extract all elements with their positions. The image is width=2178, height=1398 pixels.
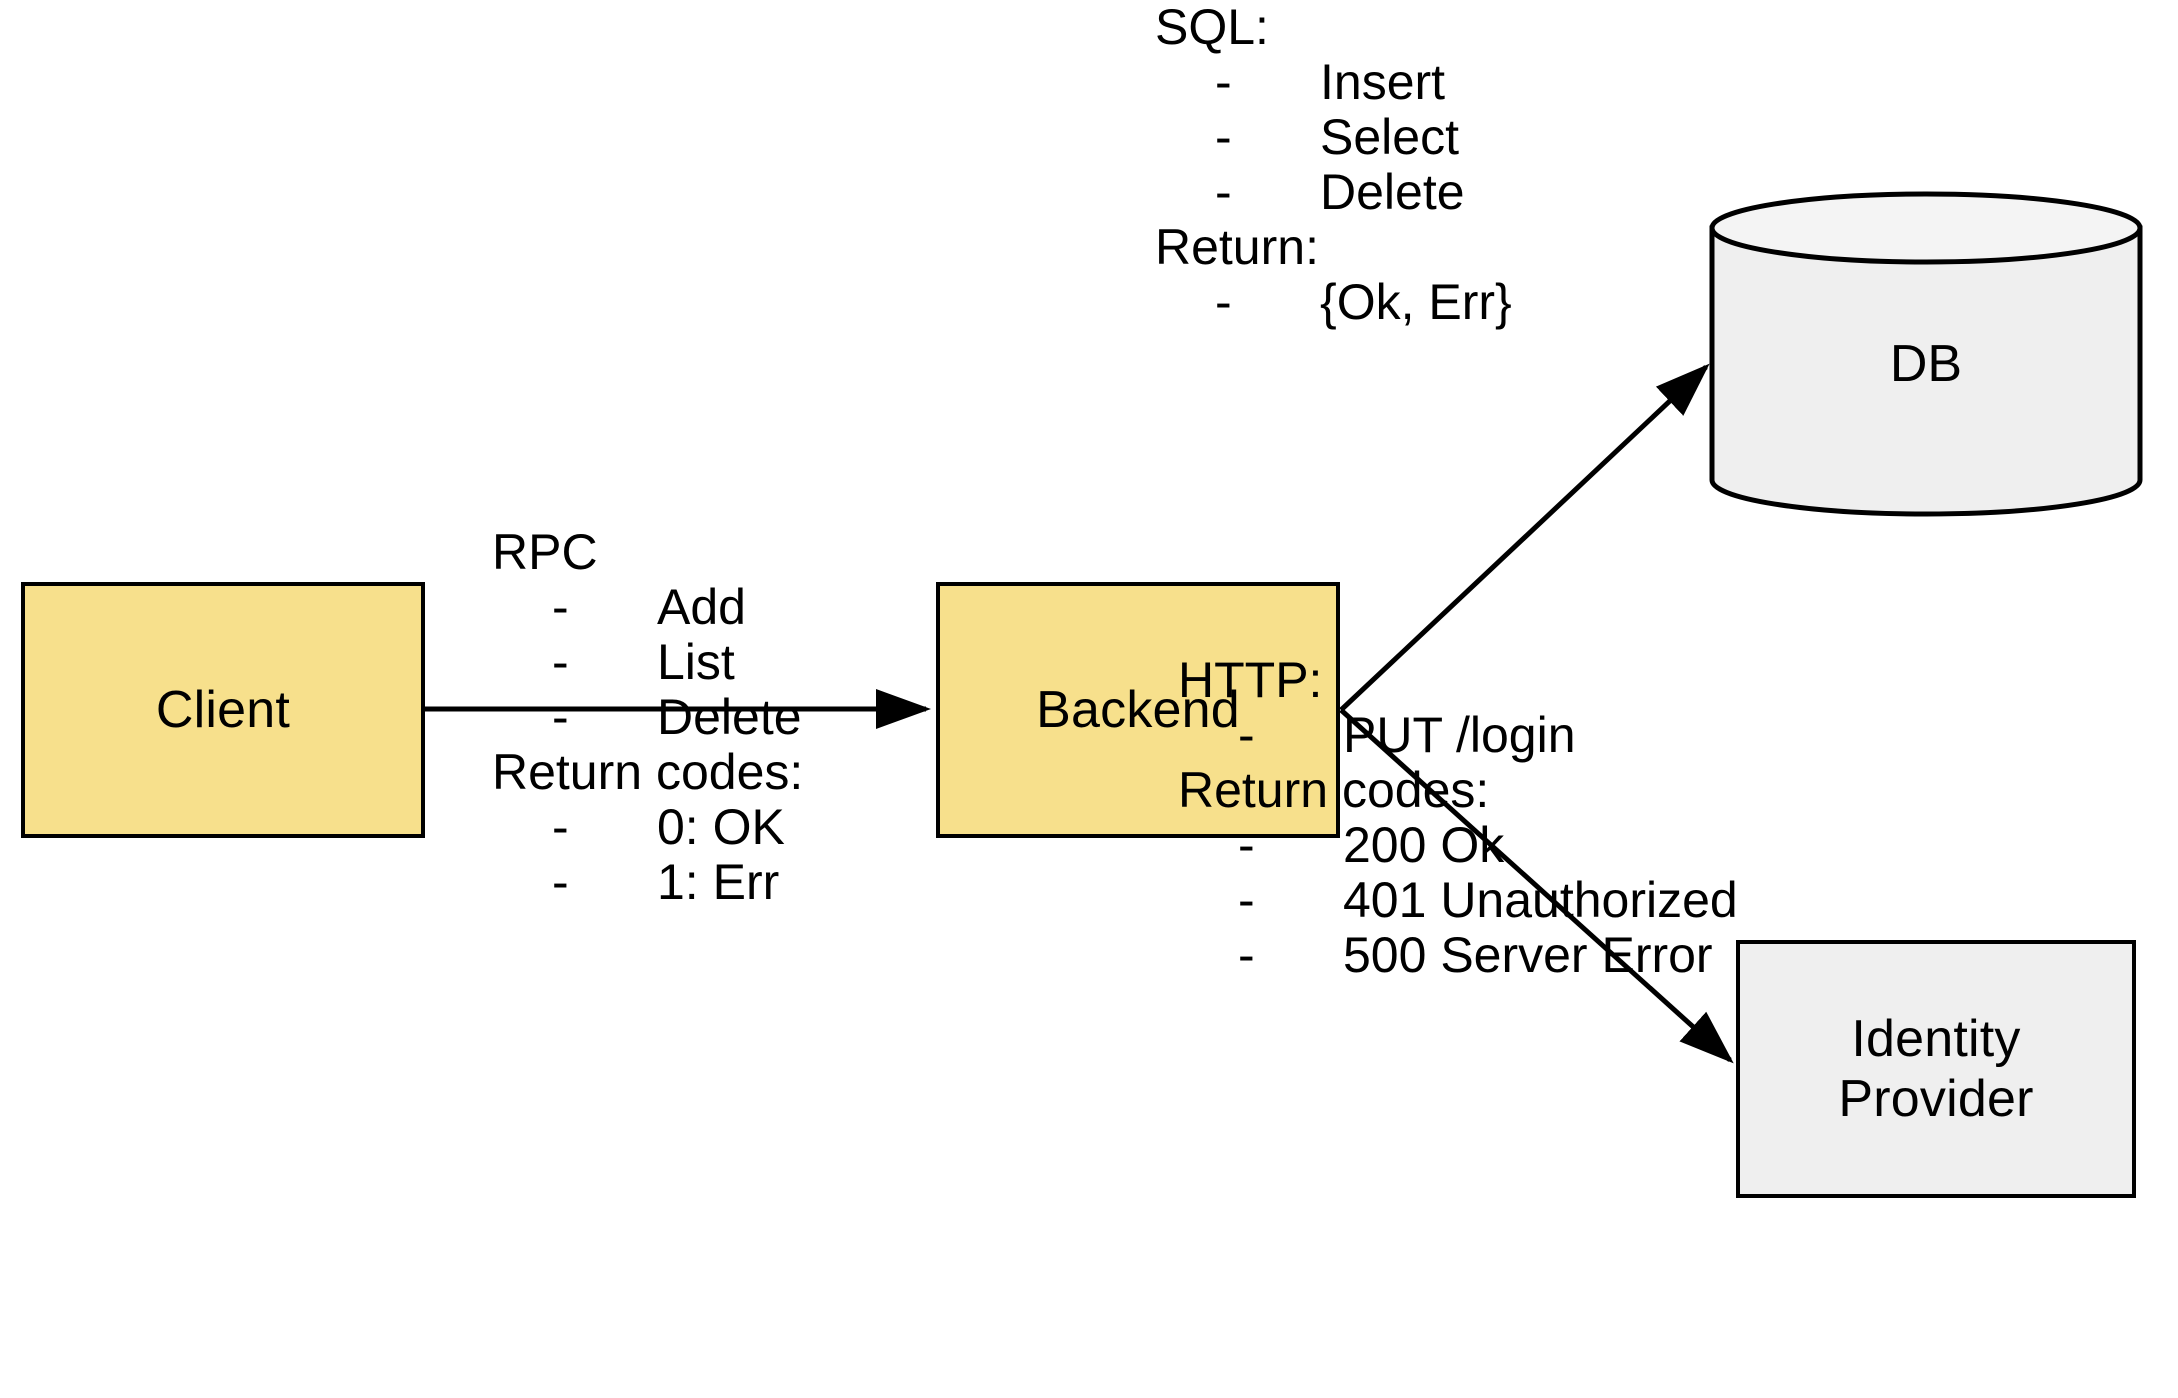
sql-return-item: - {Ok, Err} <box>1155 275 1512 330</box>
http-return-label: 401 Unauthorized <box>1343 872 1738 928</box>
rpc-return-item: - 0: OK <box>492 800 803 855</box>
bullet-dash: - <box>1215 274 1232 330</box>
rpc-method-item: - List <box>492 635 803 690</box>
sql-protocol-heading: SQL: <box>1155 0 1269 55</box>
http-returns-heading: Return codes: <box>1178 762 1490 818</box>
rpc-return-label: 0: OK <box>657 799 785 855</box>
sql-method-item: - Delete <box>1155 165 1512 220</box>
bullet-dash: - <box>1238 817 1255 873</box>
sql-method-label: Delete <box>1320 164 1465 220</box>
node-identity-provider-label: Identity Provider <box>1838 1009 2034 1128</box>
bullet-dash: - <box>552 634 569 690</box>
rpc-method-label: Delete <box>657 689 802 745</box>
bullet-dash: - <box>1238 927 1255 983</box>
sql-method-item: - Select <box>1155 110 1512 165</box>
sql-method-item: - Insert <box>1155 55 1512 110</box>
node-backend[interactable]: Backend <box>936 582 1340 838</box>
bullet-dash: - <box>1215 164 1232 220</box>
bullet-dash: - <box>552 579 569 635</box>
rpc-returns-heading: Return codes: <box>492 744 804 800</box>
http-method-item: - PUT /login <box>1178 708 1738 763</box>
sql-return-label: {Ok, Err} <box>1320 274 1512 330</box>
node-backend-label: Backend <box>1036 680 1240 739</box>
sql-method-label: Insert <box>1320 54 1446 110</box>
rpc-method-label: Add <box>657 579 746 635</box>
bullet-dash: - <box>1215 54 1232 110</box>
node-db[interactable]: DB <box>1708 190 2144 518</box>
sql-returns-heading: Return: <box>1155 219 1319 275</box>
http-method-label: PUT /login <box>1343 707 1576 763</box>
rpc-method-item: - Add <box>492 580 803 635</box>
http-return-label: 500 Server Error <box>1343 927 1713 983</box>
bullet-dash: - <box>1215 109 1232 165</box>
bullet-dash: - <box>552 799 569 855</box>
bullet-dash: - <box>552 689 569 745</box>
node-client-label: Client <box>155 680 291 739</box>
annotation-rpc: RPC - Add - List - Delete Return codes: … <box>492 525 803 910</box>
rpc-method-label: List <box>657 634 735 690</box>
sql-method-label: Select <box>1320 109 1459 165</box>
http-protocol-heading: HTTP: <box>1178 652 1323 708</box>
rpc-return-item: - 1: Err <box>492 855 803 910</box>
rpc-protocol-heading: RPC <box>492 524 598 580</box>
node-db-label: DB <box>1889 335 1963 393</box>
rpc-return-label: 1: Err <box>657 854 780 910</box>
http-return-item: - 401 Unauthorized <box>1178 873 1738 928</box>
bullet-dash: - <box>552 854 569 910</box>
bullet-dash: - <box>1238 707 1255 763</box>
http-return-item: - 200 Ok <box>1178 818 1738 873</box>
http-return-label: 200 Ok <box>1343 817 1505 873</box>
annotation-http: HTTP: - PUT /login Return codes: - 200 O… <box>1178 653 1738 983</box>
node-identity-provider[interactable]: Identity Provider <box>1736 940 2136 1198</box>
bullet-dash: - <box>1238 872 1255 928</box>
annotation-sql: SQL: - Insert - Select - Delete Return: … <box>1155 0 1512 330</box>
database-cylinder-icon <box>1709 191 2143 517</box>
http-return-item: - 500 Server Error <box>1178 928 1738 983</box>
rpc-method-item: - Delete <box>492 690 803 745</box>
node-client[interactable]: Client <box>21 582 425 838</box>
